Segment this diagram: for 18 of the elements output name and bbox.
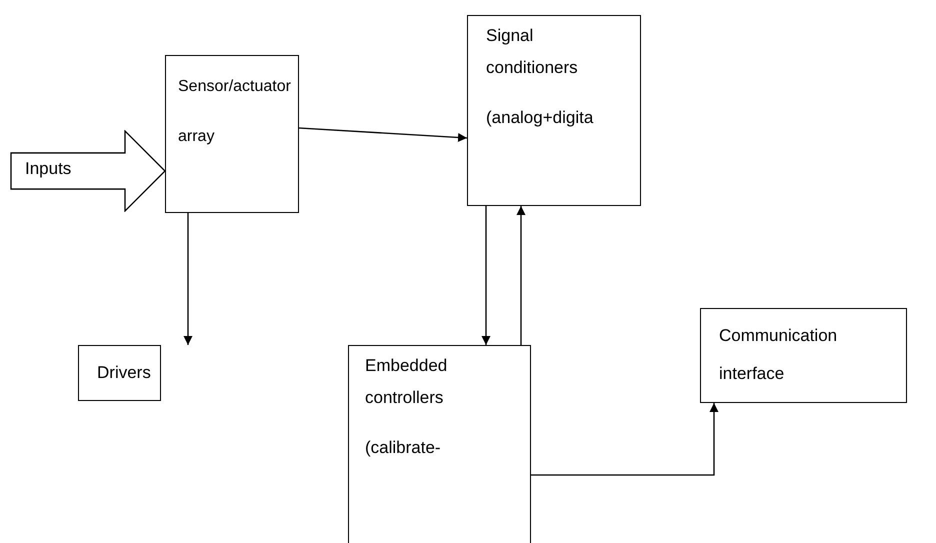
arrow bbox=[531, 403, 718, 476]
node-text: Drivers bbox=[97, 362, 151, 384]
process-box bbox=[348, 345, 531, 543]
node-text: (calibrate- bbox=[365, 437, 441, 459]
arrow bbox=[516, 206, 526, 345]
process-box bbox=[700, 308, 907, 403]
node-text: Signal conditioners bbox=[486, 25, 579, 79]
arrow bbox=[184, 213, 192, 345]
node-text: Embedded controllers bbox=[365, 355, 448, 409]
node-text: Communication interface bbox=[719, 325, 838, 385]
process-box bbox=[165, 55, 299, 213]
arrow bbox=[298, 127, 468, 142]
process-box bbox=[78, 345, 161, 401]
node-text: (analog+digita bbox=[486, 107, 594, 129]
node-text: Inputs bbox=[25, 158, 72, 180]
arrow bbox=[482, 206, 490, 345]
process-box bbox=[467, 15, 641, 206]
node-text: Sensor/actuator array bbox=[178, 77, 292, 147]
